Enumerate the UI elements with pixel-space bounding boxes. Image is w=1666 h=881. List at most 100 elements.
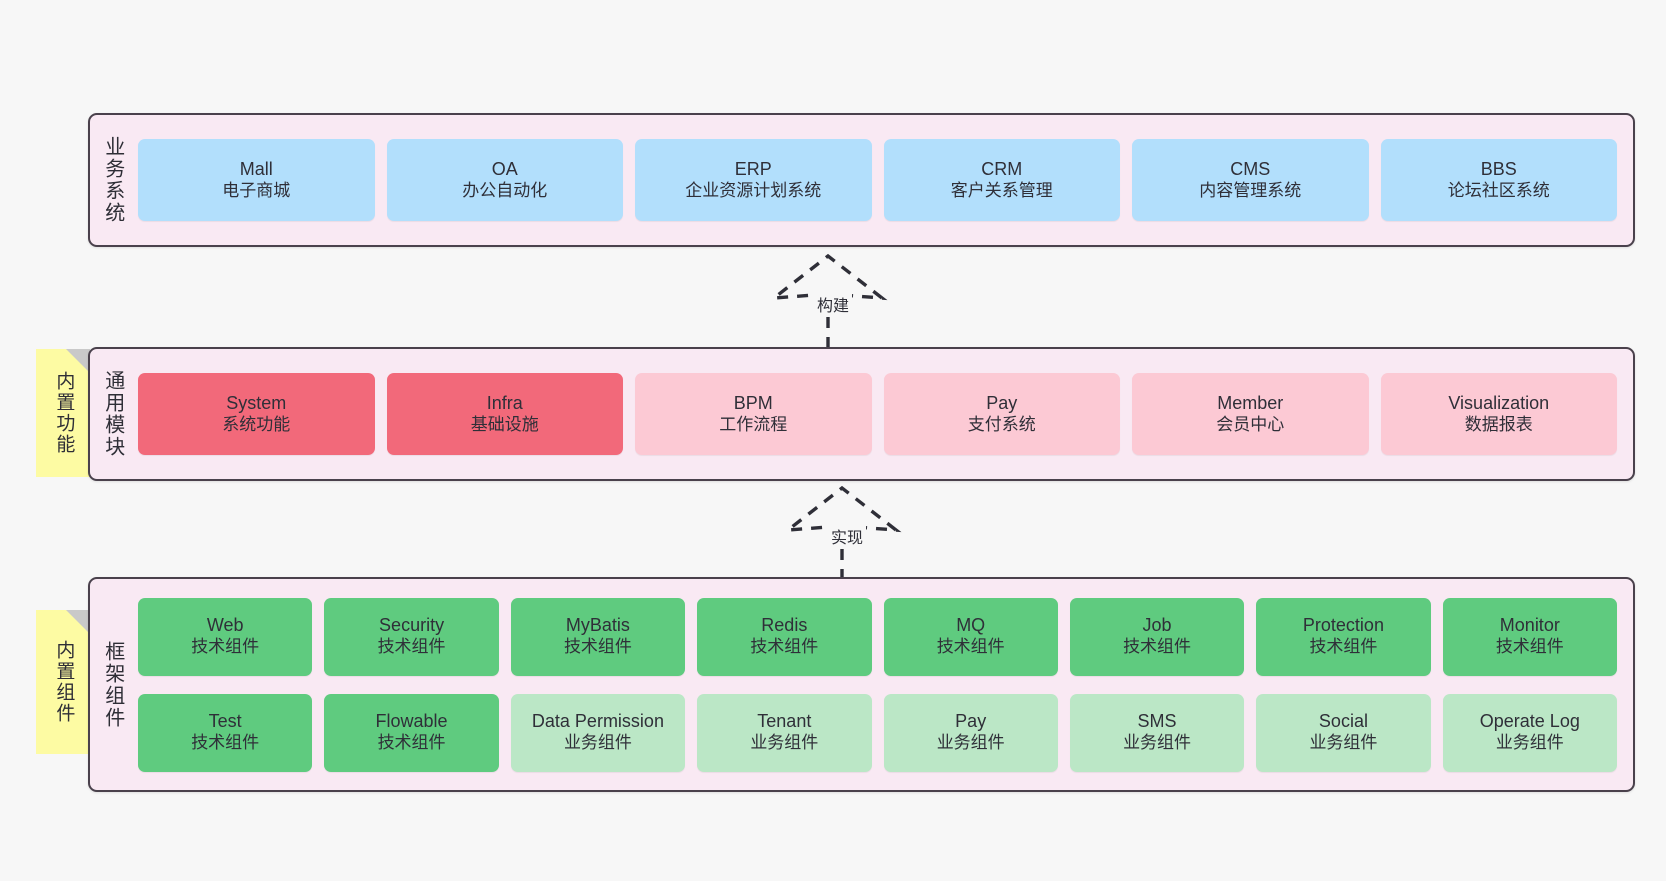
- framework-business-card-row: Test 技术组件 Flowable 技术组件 Data Permission …: [138, 693, 1617, 772]
- card-title: Redis: [761, 615, 808, 636]
- connector-build-label: 构建: [814, 292, 853, 316]
- card-bpm[interactable]: BPM 工作流程: [635, 373, 872, 455]
- sticky-note-builtin-features: 内置功能: [36, 349, 90, 477]
- card-title: Mall: [239, 158, 273, 179]
- card-sms[interactable]: SMS 业务组件: [1069, 693, 1245, 772]
- card-mq[interactable]: MQ 技术组件: [883, 597, 1058, 676]
- card-pay[interactable]: Pay 支付系统: [883, 373, 1120, 455]
- card-infra[interactable]: Infra 基础设施: [386, 373, 623, 455]
- card-title: MyBatis: [565, 615, 630, 636]
- card-subtitle: 技术组件: [1309, 637, 1378, 657]
- panel-common-modules: 通用模块 System 系统功能 Infra 基础设施 BPM 工作流程 Pay…: [88, 347, 1635, 481]
- connector-build: 构建: [748, 250, 928, 354]
- sticky-note-label: 内置组件: [53, 640, 75, 724]
- card-title: Test: [208, 711, 242, 732]
- card-title: System: [226, 392, 287, 413]
- card-subtitle: 工作流程: [719, 414, 788, 434]
- card-title: Monitor: [1499, 615, 1560, 636]
- card-title: Flowable: [375, 711, 448, 732]
- card-subtitle: 电子商城: [222, 180, 291, 200]
- panel-business-systems: 业务系统 Mall 电子商城 OA 办公自动化 ERP 企业资源计划系统 CRM…: [88, 113, 1635, 247]
- card-title: BPM: [733, 392, 773, 413]
- card-title: Tenant: [757, 711, 812, 732]
- panel-label-business-systems: 业务系统: [101, 136, 124, 224]
- card-title: Operate Log: [1479, 711, 1580, 732]
- card-redis[interactable]: Redis 技术组件: [697, 597, 872, 676]
- card-title: OA: [491, 158, 518, 179]
- card-subtitle: 技术组件: [377, 733, 446, 753]
- card-subtitle: 业务组件: [563, 733, 632, 753]
- card-subtitle: 业务组件: [1309, 733, 1378, 753]
- card-member[interactable]: Member 会员中心: [1132, 373, 1369, 455]
- card-tenant[interactable]: Tenant 业务组件: [697, 693, 872, 772]
- card-protection[interactable]: Protection 技术组件: [1256, 597, 1431, 676]
- card-social[interactable]: Social 业务组件: [1256, 693, 1431, 772]
- business-systems-card-row: Mall 电子商城 OA 办公自动化 ERP 企业资源计划系统 CRM 客户关系…: [138, 139, 1617, 221]
- card-title: SMS: [1137, 711, 1177, 732]
- card-subtitle: 技术组件: [1123, 637, 1192, 657]
- card-erp[interactable]: ERP 企业资源计划系统: [635, 139, 872, 221]
- sticky-note-label: 内置功能: [53, 371, 75, 455]
- card-pay-component[interactable]: Pay 业务组件: [883, 693, 1058, 772]
- card-title: Job: [1142, 615, 1172, 636]
- card-subtitle: 技术组件: [191, 733, 260, 753]
- panel-body-framework-components: Web 技术组件 Security 技术组件 MyBatis 技术组件 Redi…: [134, 579, 1633, 790]
- connector-implement-label: 实现: [828, 524, 867, 548]
- framework-tech-card-row: Web 技术组件 Security 技术组件 MyBatis 技术组件 Redi…: [138, 597, 1617, 676]
- card-subtitle: 业务组件: [936, 733, 1005, 753]
- panel-body-common-modules: System 系统功能 Infra 基础设施 BPM 工作流程 Pay 支付系统…: [134, 349, 1633, 479]
- card-subtitle: 业务组件: [750, 733, 819, 753]
- panel-framework-components: 框架组件 Web 技术组件 Security 技术组件 MyBatis 技术组件…: [88, 577, 1635, 792]
- card-subtitle: 支付系统: [967, 414, 1036, 434]
- common-modules-card-row: System 系统功能 Infra 基础设施 BPM 工作流程 Pay 支付系统…: [138, 373, 1617, 455]
- panel-body-business-systems: Mall 电子商城 OA 办公自动化 ERP 企业资源计划系统 CRM 客户关系…: [134, 115, 1633, 245]
- card-subtitle: 技术组件: [191, 637, 260, 657]
- card-title: CMS: [1230, 158, 1271, 179]
- card-bbs[interactable]: BBS 论坛社区系统: [1380, 139, 1617, 221]
- card-title: Visualization: [1448, 392, 1550, 413]
- card-subtitle: 技术组件: [377, 637, 446, 657]
- card-title: Protection: [1302, 615, 1384, 636]
- card-subtitle: 基础设施: [470, 414, 539, 434]
- card-test[interactable]: Test 技术组件: [138, 693, 313, 772]
- card-visualization[interactable]: Visualization 数据报表: [1380, 373, 1617, 455]
- card-subtitle: 技术组件: [936, 637, 1005, 657]
- card-title: ERP: [734, 158, 772, 179]
- card-subtitle: 内容管理系统: [1199, 180, 1302, 200]
- card-title: MQ: [956, 615, 986, 636]
- connector-implement: 实现: [762, 482, 942, 586]
- card-title: Pay: [986, 392, 1018, 413]
- card-title: CRM: [981, 158, 1023, 179]
- card-monitor[interactable]: Monitor 技术组件: [1442, 597, 1617, 676]
- sticky-note-builtin-components: 内置组件: [36, 610, 90, 754]
- card-subtitle: 系统功能: [222, 414, 291, 434]
- card-title: Infra: [486, 392, 523, 413]
- card-job[interactable]: Job 技术组件: [1069, 597, 1245, 676]
- card-security[interactable]: Security 技术组件: [324, 597, 499, 676]
- card-flowable[interactable]: Flowable 技术组件: [324, 693, 499, 772]
- card-title: Pay: [955, 711, 987, 732]
- card-subtitle: 业务组件: [1123, 733, 1192, 753]
- card-subtitle: 技术组件: [750, 637, 819, 657]
- card-oa[interactable]: OA 办公自动化: [386, 139, 623, 221]
- card-subtitle: 业务组件: [1495, 733, 1564, 753]
- card-title: Security: [379, 615, 445, 636]
- card-mall[interactable]: Mall 电子商城: [138, 139, 375, 221]
- card-cms[interactable]: CMS 内容管理系统: [1132, 139, 1369, 221]
- card-crm[interactable]: CRM 客户关系管理: [883, 139, 1120, 221]
- card-subtitle: 技术组件: [563, 637, 632, 657]
- panel-label-common-modules: 通用模块: [101, 370, 124, 458]
- card-operate-log[interactable]: Operate Log 业务组件: [1442, 693, 1617, 772]
- card-subtitle: 论坛社区系统: [1447, 180, 1550, 200]
- card-subtitle: 技术组件: [1495, 637, 1564, 657]
- card-title: BBS: [1480, 158, 1517, 179]
- card-subtitle: 办公自动化: [462, 180, 548, 200]
- card-web[interactable]: Web 技术组件: [138, 597, 313, 676]
- card-system[interactable]: System 系统功能: [138, 373, 375, 455]
- card-title: Social: [1318, 711, 1368, 732]
- card-mybatis[interactable]: MyBatis 技术组件: [510, 597, 686, 676]
- card-data-permission[interactable]: Data Permission 业务组件: [510, 693, 686, 772]
- card-subtitle: 企业资源计划系统: [685, 180, 822, 200]
- card-title: Member: [1217, 392, 1284, 413]
